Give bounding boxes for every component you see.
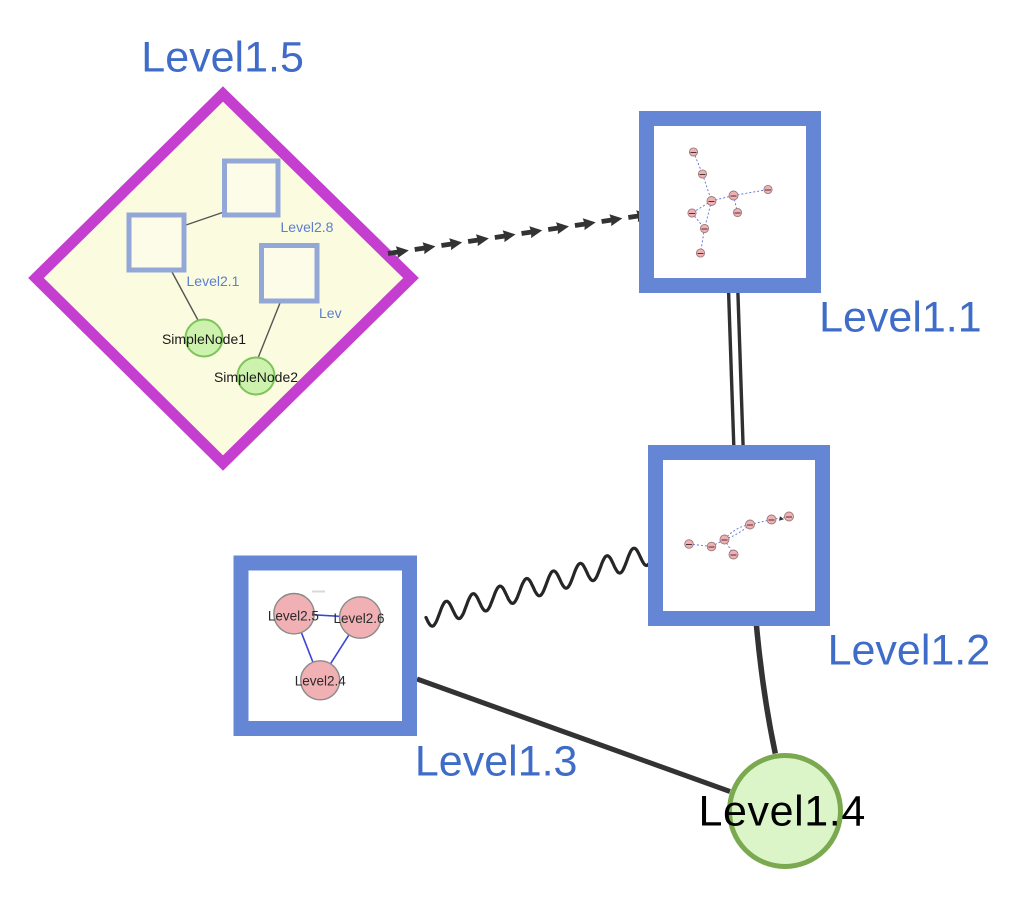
svg-text:Level1.2: Level1.2	[828, 627, 991, 675]
svg-text:Level2.5: Level2.5	[268, 609, 319, 624]
svg-text:SimpleNode2: SimpleNode2	[214, 369, 298, 385]
svg-text:Level1.3: Level1.3	[415, 738, 578, 786]
svg-text:Level2.8: Level2.8	[281, 219, 334, 235]
svg-text:SimpleNode1: SimpleNode1	[162, 331, 246, 347]
svg-text:Level1.4: Level1.4	[699, 788, 866, 836]
svg-text:Level2.4: Level2.4	[295, 673, 347, 688]
svg-text:Lev: Lev	[319, 305, 342, 321]
svg-text:Level2.1: Level2.1	[187, 273, 240, 289]
svg-text:Level2.6: Level2.6	[333, 611, 384, 626]
svg-text:Level1.5: Level1.5	[141, 33, 304, 81]
svg-text:Level1.1: Level1.1	[819, 294, 982, 342]
